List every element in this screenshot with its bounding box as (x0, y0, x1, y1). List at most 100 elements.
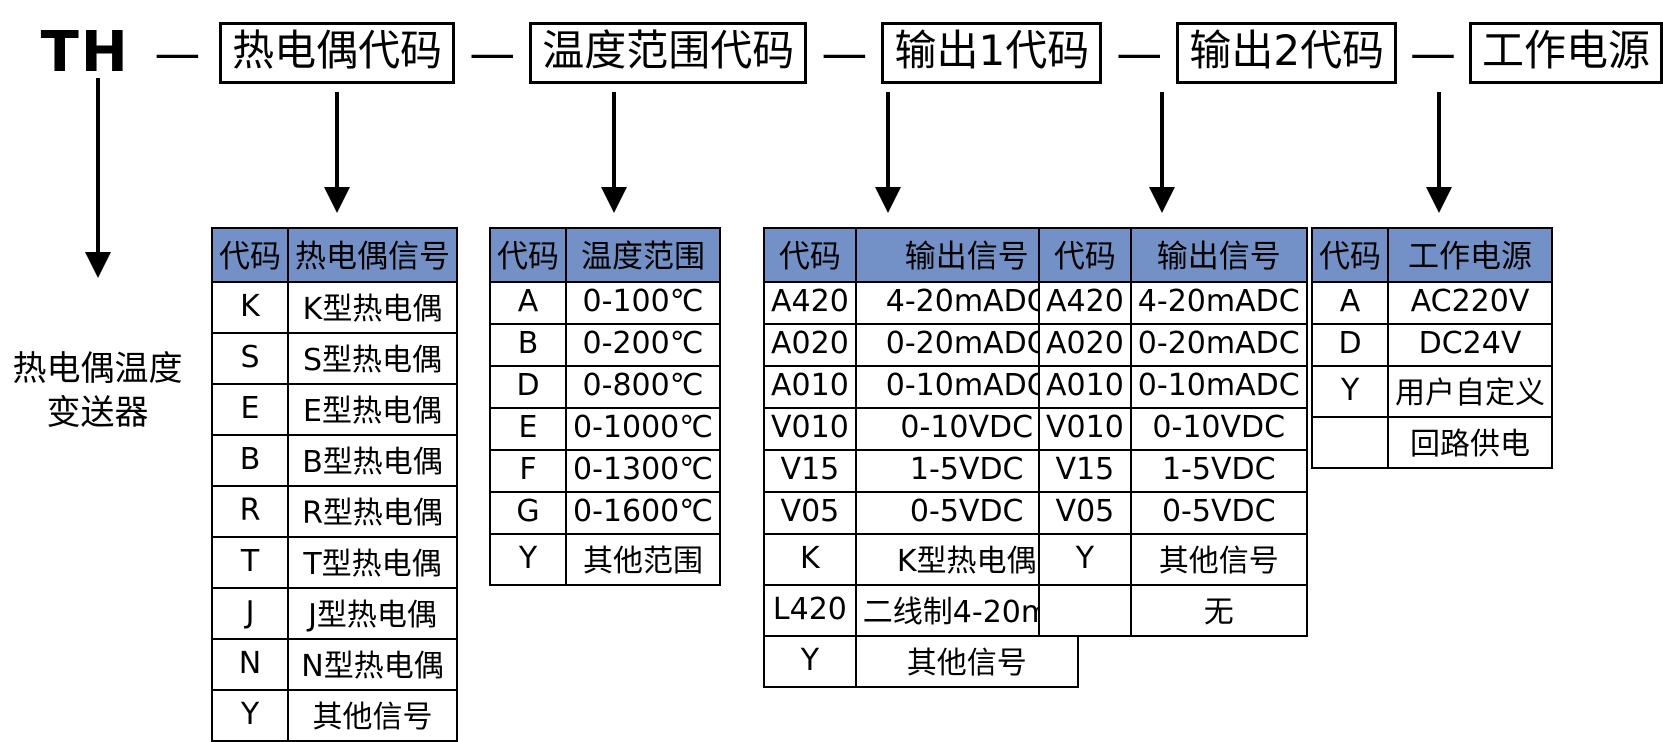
model-prefix: TH (40, 20, 130, 85)
code-box-thermocouple[interactable]: 热电偶代码 (219, 21, 456, 85)
cell-value: 无 (1129, 584, 1308, 637)
arrowhead-output1 (875, 187, 901, 213)
model-code-row: TH — 热电偶代码 — 温度范围代码 — 输出1代码 — 输出2代码 — 工作… (0, 10, 1663, 96)
separator-dash-5: — (1410, 26, 1457, 80)
connector-line-output2 (1160, 92, 1164, 189)
arrowhead-output2 (1149, 187, 1175, 213)
column-header-code: 代码 (763, 227, 857, 283)
cell-value: 回路供电 (1387, 416, 1553, 469)
cell-value: 0-1600℃ (565, 491, 721, 535)
cell-code: A420 (1038, 281, 1132, 325)
connector-line-output1 (886, 92, 890, 189)
cell-code: B (211, 434, 289, 487)
arrowhead-power-supply (1426, 187, 1452, 213)
code-box-output1[interactable]: 输出1代码 (881, 21, 1103, 85)
cell-code: T (211, 536, 289, 589)
column-header-value: 工作电源 (1387, 227, 1553, 283)
cell-code (1311, 416, 1389, 469)
arrowhead-thermocouple (324, 187, 350, 213)
table-header-row: 代码温度范围 (489, 227, 721, 283)
cell-code: K (211, 281, 289, 334)
product-label-line2: 变送器 (46, 392, 149, 433)
cell-code: V05 (763, 491, 857, 535)
product-label: 热电偶温度 变送器 (0, 348, 195, 435)
cell-value: J型热电偶 (287, 587, 458, 640)
column-header-code: 代码 (1311, 227, 1389, 283)
cell-code: A (489, 281, 567, 325)
cell-code: A020 (763, 323, 857, 367)
column-header-code: 代码 (1038, 227, 1132, 283)
cell-code: D (1311, 323, 1389, 367)
cell-value: 0-100℃ (565, 281, 721, 325)
code-box-temperature-range[interactable]: 温度范围代码 (529, 21, 808, 85)
cell-value: B型热电偶 (287, 434, 458, 487)
code-box-output2[interactable]: 输出2代码 (1176, 21, 1398, 85)
table-row[interactable]: 无 (1038, 584, 1308, 637)
column-header-value: 温度范围 (565, 227, 721, 283)
separator-dash-1: — (154, 26, 201, 80)
cell-value: 1-5VDC (1129, 449, 1308, 493)
cell-code: D (489, 365, 567, 409)
cell-value: 其他信号 (1129, 533, 1308, 586)
table-header-row: 代码输出信号 (1038, 227, 1308, 283)
separator-dash-4: — (1116, 26, 1163, 80)
arrowhead-prefix (85, 252, 111, 278)
cell-value: N型热电偶 (287, 638, 458, 691)
cell-code: Y (489, 533, 567, 586)
code-box-power-supply[interactable]: 工作电源 (1468, 21, 1663, 85)
cell-value: 0-800℃ (565, 365, 721, 409)
cell-code: G (489, 491, 567, 535)
connector-line-power-supply (1437, 92, 1441, 189)
table-row[interactable]: 回路供电 (1311, 416, 1553, 469)
cell-code: V010 (1038, 407, 1132, 451)
cell-value: E型热电偶 (287, 383, 458, 436)
cell-code: B (489, 323, 567, 367)
cell-value: 4-20mADC (1129, 281, 1308, 325)
cell-code: J (211, 587, 289, 640)
cell-code: A010 (1038, 365, 1132, 409)
cell-value: K型热电偶 (287, 281, 458, 334)
cell-value: 用户自定义 (1387, 365, 1553, 418)
column-header-code: 代码 (211, 227, 289, 283)
cell-value: 0-10VDC (1129, 407, 1308, 451)
model-code-diagram: TH — 热电偶代码 — 温度范围代码 — 输出1代码 — 输出2代码 — 工作… (0, 10, 1663, 742)
cell-code: V15 (1038, 449, 1132, 493)
